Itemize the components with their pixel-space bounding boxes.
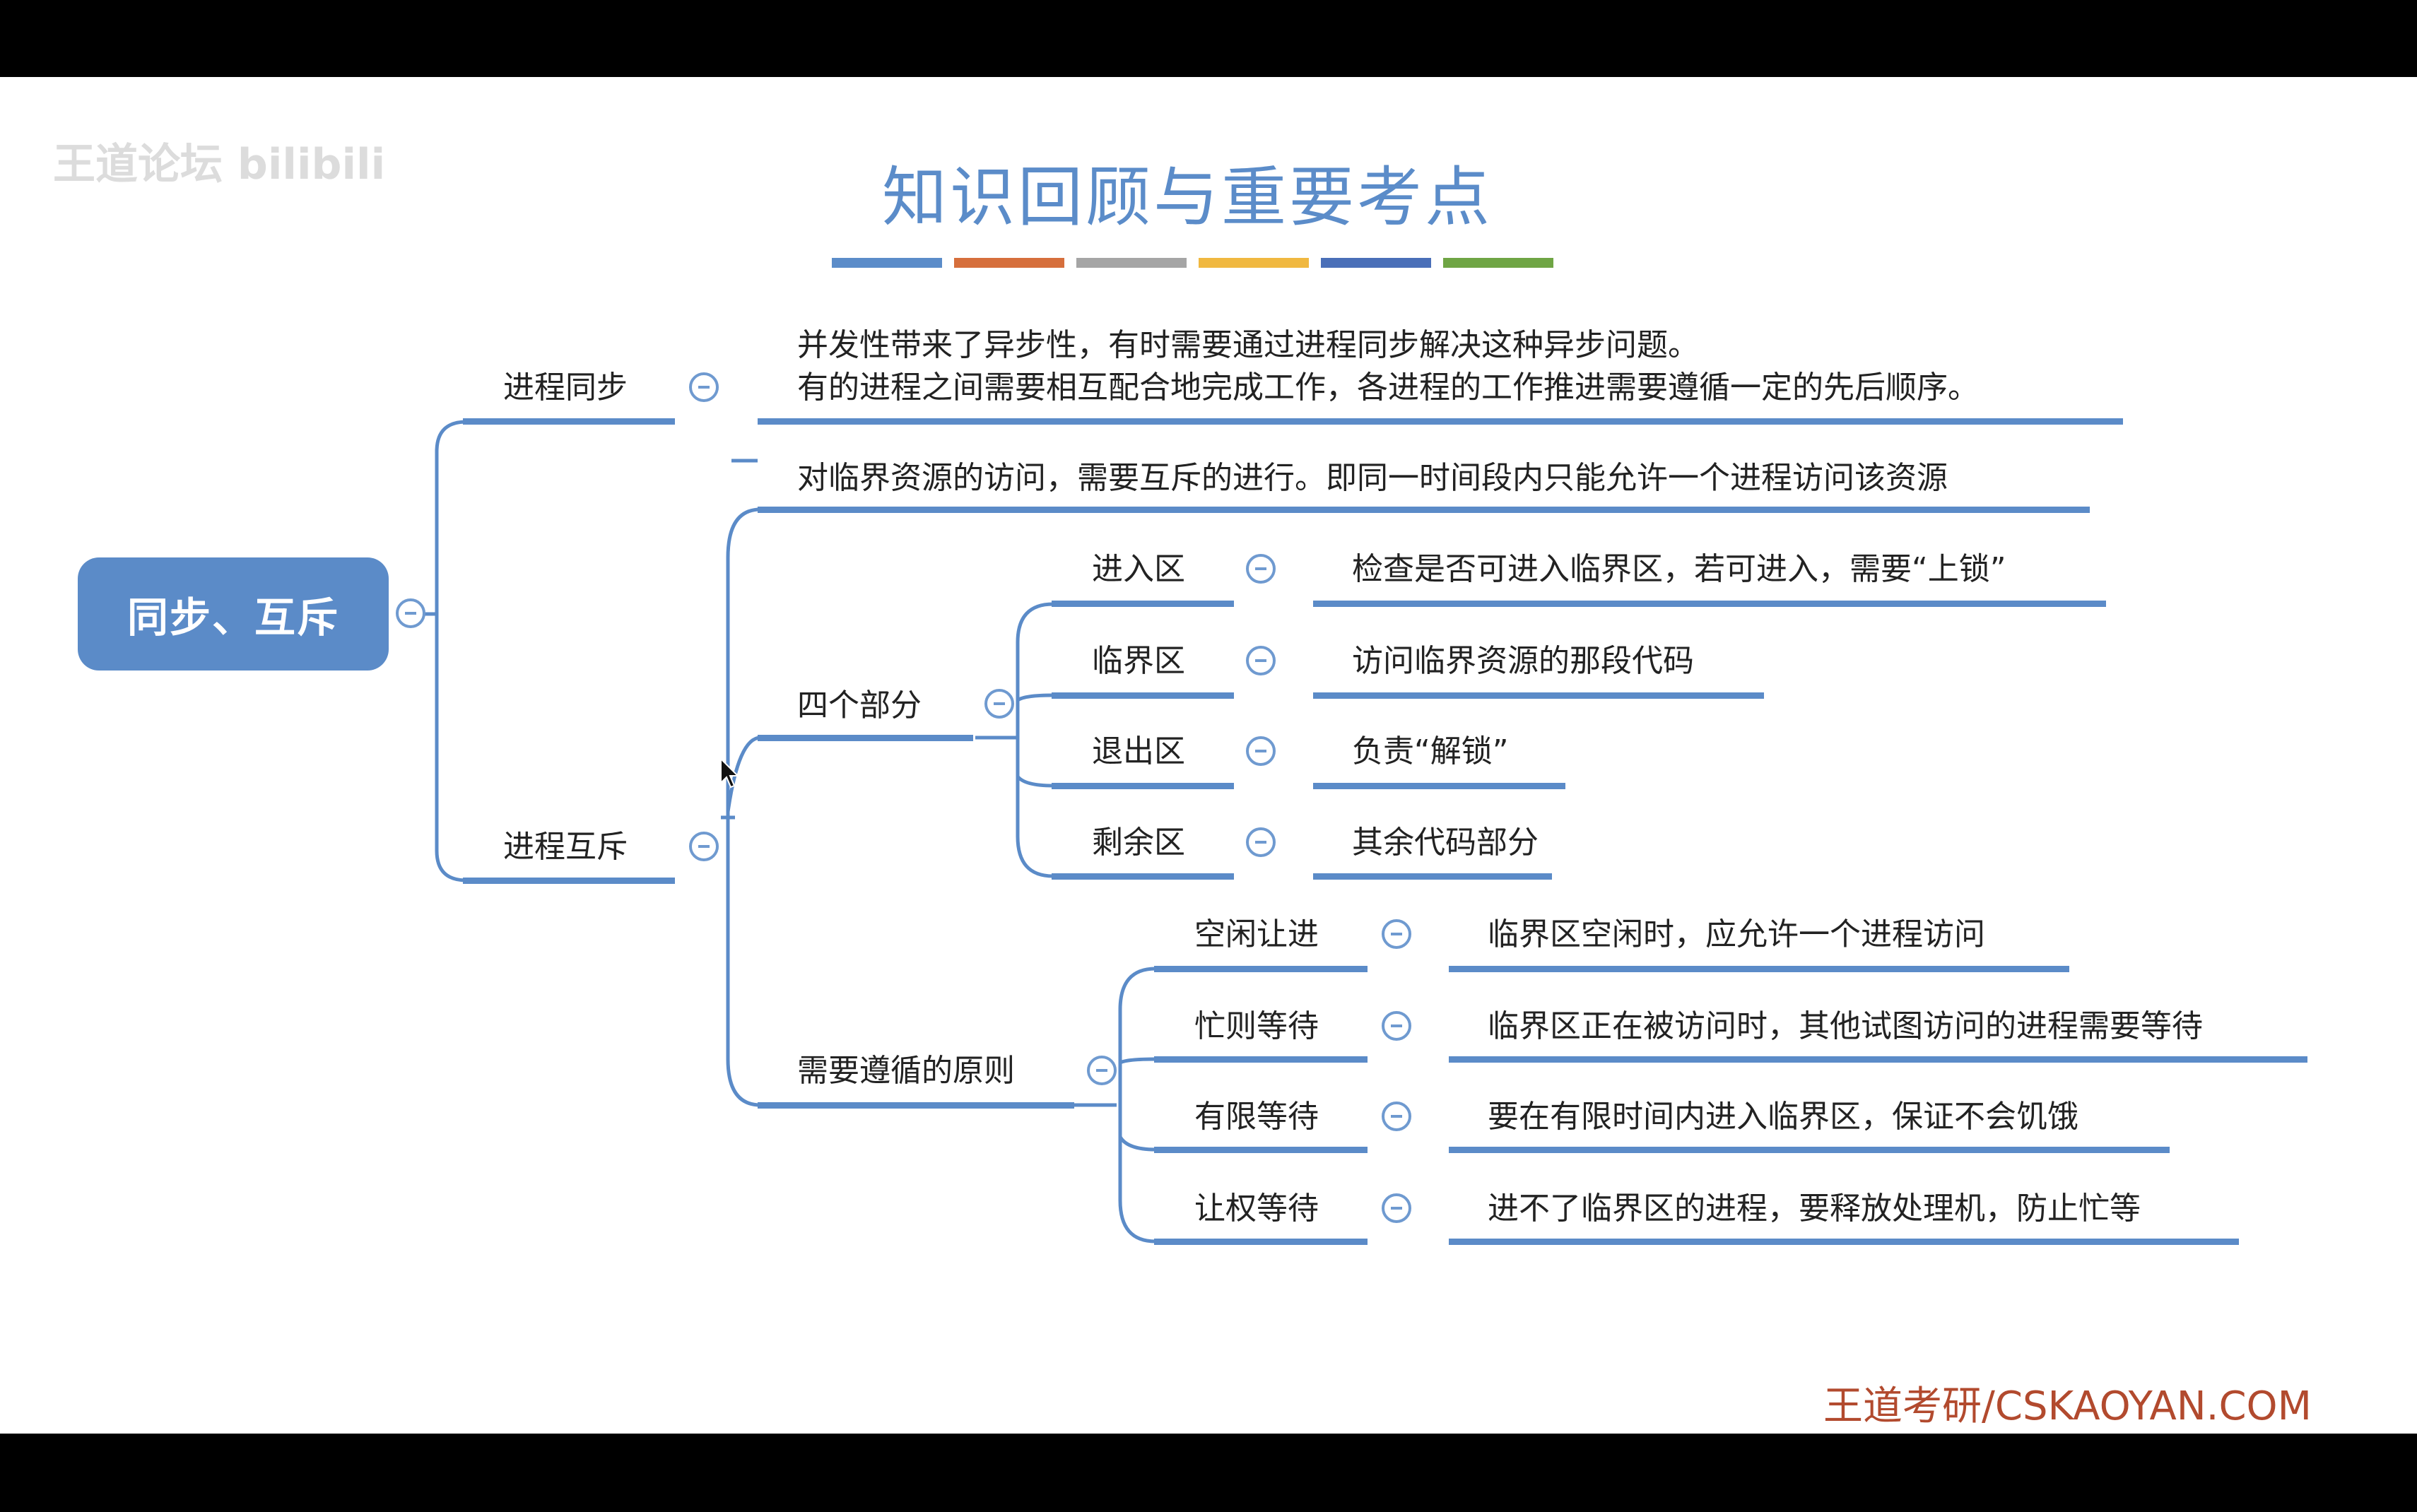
part-desc-underline <box>1313 873 1552 880</box>
principles-collapse-icon[interactable] <box>1087 1056 1117 1085</box>
principle-desc-idle: 临界区空闲时，应允许一个进程访问 <box>1488 916 1985 952</box>
principles-node[interactable]: 需要遵循的原则 <box>797 1053 1015 1089</box>
sync-desc-line1: 并发性带来了异步性，有时需要通过进程同步解决这种异步问题。 <box>797 327 1699 363</box>
sync-desc-underline <box>758 418 2123 425</box>
part-collapse-icon[interactable] <box>1246 646 1276 675</box>
principle-underline <box>1154 1239 1368 1245</box>
mutex-desc: 对临界资源的访问，需要互斥的进行。即同一时间段内只能允许一个进程访问该资源 <box>797 460 1948 496</box>
mutex-underline <box>463 878 675 884</box>
part-underline <box>1052 873 1234 880</box>
parts-collapse-icon[interactable] <box>984 689 1014 719</box>
part-desc-underline <box>1313 692 1764 699</box>
part-underline <box>1052 783 1234 789</box>
footer-brand: 王道考研/CSKAOYAN.COM <box>1823 1383 2312 1429</box>
sync-underline <box>463 418 675 425</box>
part-desc-underline <box>1313 783 1565 789</box>
part-desc-critical: 访问临界资源的那段代码 <box>1352 643 1694 679</box>
root-node[interactable]: 同步、互斥 <box>78 557 389 671</box>
mutex-collapse-icon[interactable] <box>689 832 719 861</box>
title-bar-green <box>1443 258 1553 268</box>
part-name-critical[interactable]: 临界区 <box>1092 643 1185 679</box>
title-bar-blue <box>832 258 942 268</box>
principle-underline <box>1154 966 1368 972</box>
mutex-node[interactable]: 进程互斥 <box>503 829 628 865</box>
principle-name-busy[interactable]: 忙则等待 <box>1194 1008 1319 1044</box>
principle-collapse-icon[interactable] <box>1382 1193 1411 1223</box>
principle-desc-underline <box>1449 1147 2170 1153</box>
part-name-exit[interactable]: 退出区 <box>1092 733 1185 769</box>
part-desc-entry: 检查是否可进入临界区，若可进入，需要“上锁” <box>1352 551 2006 587</box>
watermark: 王道论坛 bilibili <box>53 140 386 189</box>
part-name-entry[interactable]: 进入区 <box>1092 551 1185 587</box>
sync-collapse-icon[interactable] <box>689 372 719 402</box>
page-title: 知识回顾与重要考点 <box>881 160 1493 235</box>
principle-desc-bounded: 要在有限时间内进入临界区，保证不会饥饿 <box>1488 1099 2078 1135</box>
root-collapse-icon[interactable] <box>396 598 425 628</box>
principle-desc-underline <box>1449 966 2069 972</box>
principles-underline <box>758 1102 1074 1109</box>
principle-collapse-icon[interactable] <box>1382 919 1411 949</box>
principle-desc-busy: 临界区正在被访问时，其他试图访问的进程需要等待 <box>1488 1008 2203 1044</box>
principle-underline <box>1154 1056 1368 1063</box>
principle-collapse-icon[interactable] <box>1382 1101 1411 1131</box>
part-collapse-icon[interactable] <box>1246 736 1276 766</box>
title-bar-gray <box>1076 258 1187 268</box>
part-desc-underline <box>1313 601 2106 607</box>
part-desc-exit: 负责“解锁” <box>1352 733 1509 769</box>
principle-name-yield[interactable]: 让权等待 <box>1194 1191 1319 1227</box>
title-bar-orange <box>954 258 1064 268</box>
part-name-remainder[interactable]: 剩余区 <box>1092 825 1185 861</box>
principle-desc-underline <box>1449 1239 2239 1245</box>
title-bar-navy <box>1321 258 1431 268</box>
part-collapse-icon[interactable] <box>1246 827 1276 857</box>
title-bar-yellow <box>1199 258 1309 268</box>
principle-desc-yield: 进不了临界区的进程，要释放处理机，防止忙等 <box>1488 1191 2141 1227</box>
connector-lines <box>410 420 1156 1244</box>
sync-desc-line2: 有的进程之间需要相互配合地完成工作，各进程的工作推进需要遵循一定的先后顺序。 <box>797 370 1979 406</box>
part-desc-remainder: 其余代码部分 <box>1352 825 1539 861</box>
parts-node[interactable]: 四个部分 <box>797 687 922 723</box>
sync-node[interactable]: 进程同步 <box>503 370 628 406</box>
part-underline <box>1052 601 1234 607</box>
principle-name-bounded[interactable]: 有限等待 <box>1194 1099 1319 1135</box>
principle-underline <box>1154 1147 1368 1153</box>
mouse-cursor-icon <box>720 757 740 789</box>
principle-desc-underline <box>1449 1056 2307 1063</box>
principle-name-idle[interactable]: 空闲让进 <box>1194 916 1319 952</box>
mutex-desc-underline <box>758 507 2090 513</box>
parts-underline <box>758 735 973 741</box>
part-collapse-icon[interactable] <box>1246 554 1276 584</box>
principle-collapse-icon[interactable] <box>1382 1011 1411 1041</box>
slide: 王道论坛 bilibili 知识回顾与重要考点 <box>0 77 2417 1434</box>
part-underline <box>1052 692 1234 699</box>
